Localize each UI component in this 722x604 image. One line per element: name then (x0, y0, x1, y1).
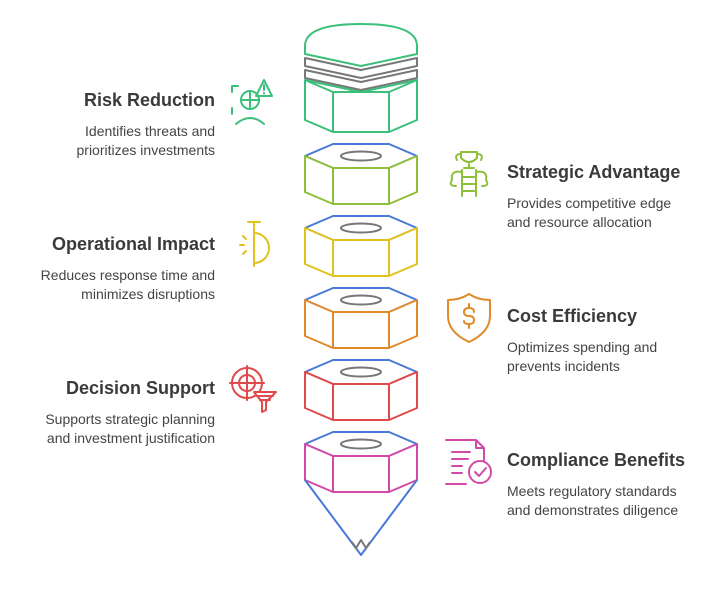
compliance-benefits-desc: Meets regulatory standards and demonstra… (507, 482, 685, 520)
risk-target-alert-icon (231, 79, 273, 125)
cost-efficiency-desc-line2: prevents incidents (507, 358, 620, 374)
trophy-ladder-icon (449, 151, 489, 197)
strategic-advantage-title: Strategic Advantage (507, 162, 681, 182)
compliance-benefits-desc-line1: Meets regulatory standards (507, 483, 677, 499)
item-decision-support: Decision Support Supports strategic plan… (45, 378, 215, 448)
operational-impact-title: Operational Impact (51, 234, 215, 254)
nut-segment-5 (304, 431, 418, 493)
operational-impact-desc: Reduces response time and minimizes disr… (41, 266, 215, 304)
document-check-icon (445, 439, 492, 485)
operational-impact-desc-line2: minimizes disruptions (81, 286, 215, 302)
item-risk-reduction: Risk Reduction Identifies threats and pr… (77, 90, 216, 160)
operational-impact-desc-line1: Reduces response time and (40, 267, 215, 283)
stopwatch-icon (239, 221, 270, 267)
decision-support-title: Decision Support (65, 378, 215, 398)
nut-segment-2 (304, 215, 418, 277)
risk-reduction-title: Risk Reduction (83, 90, 215, 110)
target-funnel-icon (229, 365, 277, 413)
decision-support-desc: Supports strategic planning and investme… (45, 410, 215, 448)
cost-efficiency-desc: Optimizes spending and prevents incident… (507, 338, 657, 376)
decision-support-desc-line2: and investment justification (46, 430, 215, 446)
compliance-benefits-title: Compliance Benefits (507, 450, 686, 470)
cost-efficiency-desc-line1: Optimizes spending and (507, 339, 658, 355)
decision-support-desc-line1: Supports strategic planning (45, 411, 215, 427)
nut-segment-1 (304, 143, 418, 205)
cost-efficiency-title: Cost Efficiency (507, 306, 638, 326)
strategic-advantage-desc-line2: and resource allocation (507, 214, 652, 230)
top-cap (304, 23, 418, 133)
item-operational-impact: Operational Impact Reduces response time… (41, 234, 215, 304)
strategic-advantage-desc: Provides competitive edge and resource a… (507, 194, 680, 232)
item-compliance-benefits: Compliance Benefits Meets regulatory sta… (507, 450, 685, 520)
pencil-tip (304, 479, 418, 556)
risk-reduction-desc: Identifies threats and prioritizes inves… (77, 122, 216, 160)
nut-segment-4 (304, 359, 418, 421)
risk-reduction-desc-line2: prioritizes investments (76, 142, 216, 158)
compliance-benefits-desc-line2: and demonstrates diligence (507, 502, 679, 518)
item-strategic-advantage: Strategic Advantage Provides competitive… (507, 162, 680, 232)
risk-reduction-desc-line1: Identifies threats and (85, 123, 215, 139)
nut-segment-3 (304, 287, 418, 349)
item-cost-efficiency: Cost Efficiency Optimizes spending and p… (507, 306, 657, 376)
strategic-advantage-desc-line1: Provides competitive edge (507, 195, 672, 211)
dollar-shield-icon (447, 293, 491, 343)
